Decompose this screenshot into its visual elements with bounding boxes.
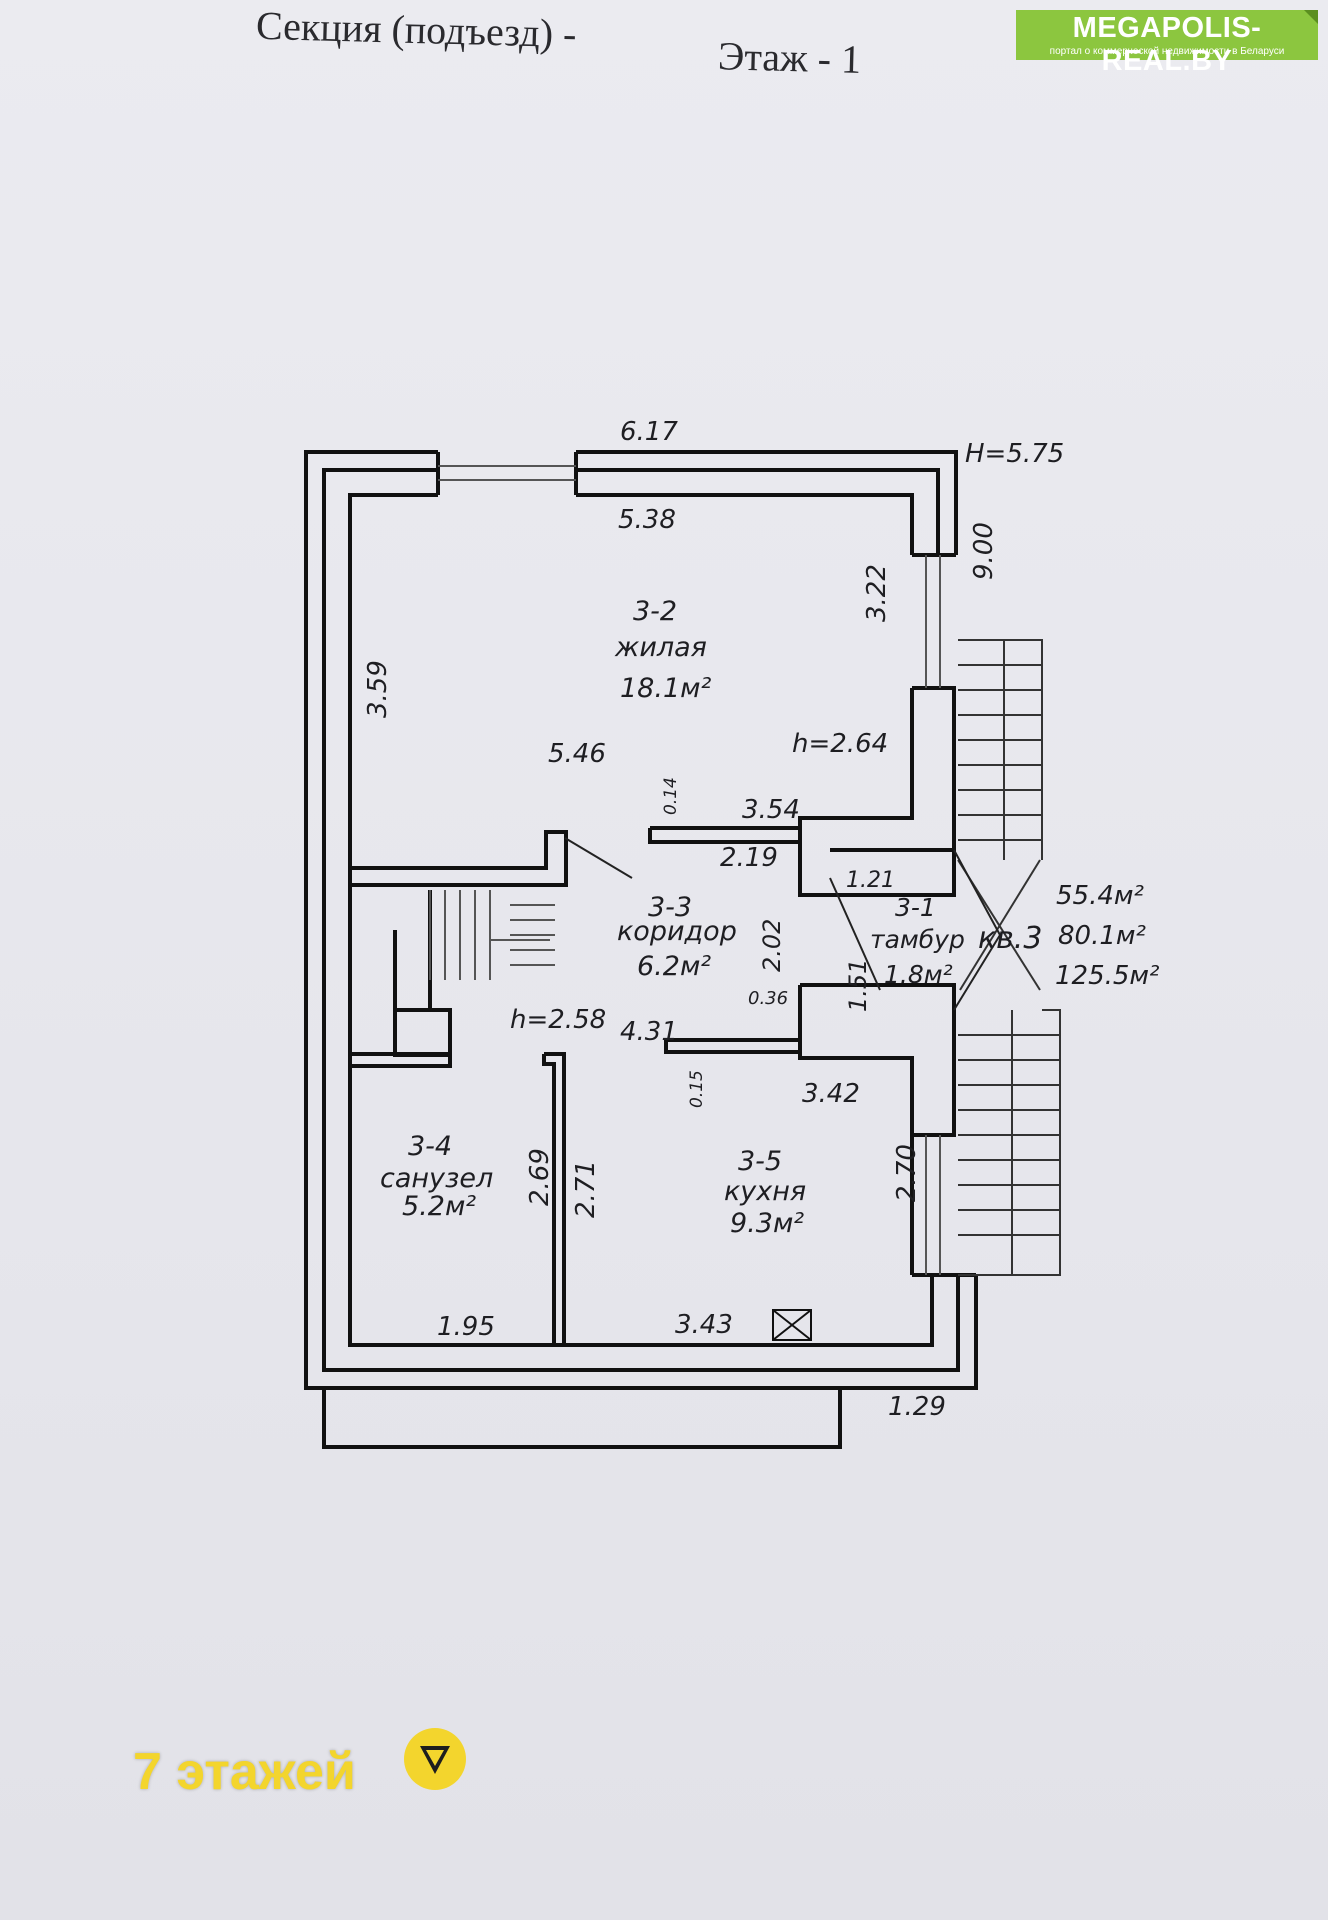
dim-kitchen-left: 2.71 bbox=[571, 1160, 601, 1218]
dim-porch: 1.29 bbox=[888, 1392, 946, 1422]
windows bbox=[438, 465, 941, 1275]
room-area-corridor: 6.2м² bbox=[637, 951, 711, 982]
dim-kitchen-bottom: 3.43 bbox=[675, 1310, 733, 1340]
room-area-kitchen: 9.3м² bbox=[730, 1208, 804, 1239]
dim-kitchen-top: 3.42 bbox=[802, 1079, 860, 1109]
dim-kitchen-right: 2.70 bbox=[892, 1144, 922, 1202]
stairs-treads bbox=[429, 890, 555, 980]
dim-top-inner: 5.38 bbox=[618, 505, 676, 535]
dim-living-width: 5.46 bbox=[548, 739, 606, 769]
dim-right-outer: 9.00 bbox=[969, 522, 999, 580]
apartment-area-gross: 125.5м² bbox=[1055, 961, 1159, 991]
dim-wall-c: 0.15 bbox=[687, 1070, 707, 1108]
height-total: H=5.75 bbox=[965, 439, 1064, 469]
room-id-bath: 3-4 bbox=[408, 1131, 452, 1162]
room-area-living: 18.1м² bbox=[620, 673, 711, 704]
dim-wall-a: 0.14 bbox=[661, 777, 681, 815]
apartment-area-living: 55.4м² bbox=[1056, 881, 1144, 911]
dim-corridor-w: 4.31 bbox=[620, 1017, 678, 1047]
room-area-bath: 5.2м² bbox=[402, 1191, 476, 1222]
dim-partition-b: 2.19 bbox=[720, 843, 778, 873]
dim-bath-bottom: 1.95 bbox=[437, 1312, 495, 1342]
dim-left-upper: 3.59 bbox=[363, 660, 393, 718]
room-name-kitchen: кухня bbox=[724, 1176, 806, 1207]
vent-icon bbox=[772, 1309, 812, 1341]
room-id-kitchen: 3-5 bbox=[738, 1146, 782, 1177]
logo-subtitle: портал о коммерческой недвижимости в Бел… bbox=[1049, 46, 1285, 57]
entrance-steps bbox=[957, 639, 1061, 1276]
room-name-living: жилая bbox=[614, 632, 707, 663]
arrow-down-badge-icon bbox=[404, 1728, 466, 1790]
room-id-corridor: 3-3 bbox=[648, 892, 692, 923]
dim-wall-b: 0.36 bbox=[748, 988, 788, 1009]
room-name-corridor: коридор bbox=[617, 916, 737, 947]
apartment-area-total: 80.1м² bbox=[1058, 921, 1146, 951]
room-name-vestibule: тамбур bbox=[870, 925, 965, 954]
dim-corridor-h: 2.02 bbox=[758, 919, 786, 972]
room-area-vestibule: 1.8м² bbox=[884, 960, 953, 989]
site-logo[interactable]: MEGAPOLIS-REAL.BY портал о коммерческой … bbox=[1016, 10, 1318, 77]
dim-partition-a: 3.54 bbox=[742, 795, 800, 825]
room-name-bath: санузел bbox=[380, 1163, 493, 1194]
room-id-vestibule: 3-1 bbox=[895, 893, 936, 922]
apartment-label: кв.3 bbox=[978, 921, 1042, 956]
walls bbox=[304, 450, 978, 1449]
room-height-corridor: h=2.58 bbox=[510, 1005, 606, 1035]
vent-diag-2 bbox=[772, 1309, 812, 1341]
floors-count: 7 этажей bbox=[133, 1743, 356, 1801]
room-id-living: 3-2 bbox=[633, 596, 677, 627]
dim-vestibule-h: 1.51 bbox=[844, 959, 872, 1012]
vestibule-lines bbox=[564, 837, 1002, 1011]
dim-right-upper: 3.22 bbox=[862, 564, 892, 622]
dim-vestibule-w: 1.21 bbox=[846, 868, 895, 893]
dim-top-outer: 6.17 bbox=[620, 417, 678, 447]
logo-corner-icon bbox=[1304, 10, 1318, 24]
room-height-living: h=2.64 bbox=[792, 729, 888, 759]
dim-bath-h: 2.69 bbox=[525, 1148, 555, 1206]
logo-title: MEGAPOLIS-REAL.BY bbox=[1072, 12, 1262, 77]
